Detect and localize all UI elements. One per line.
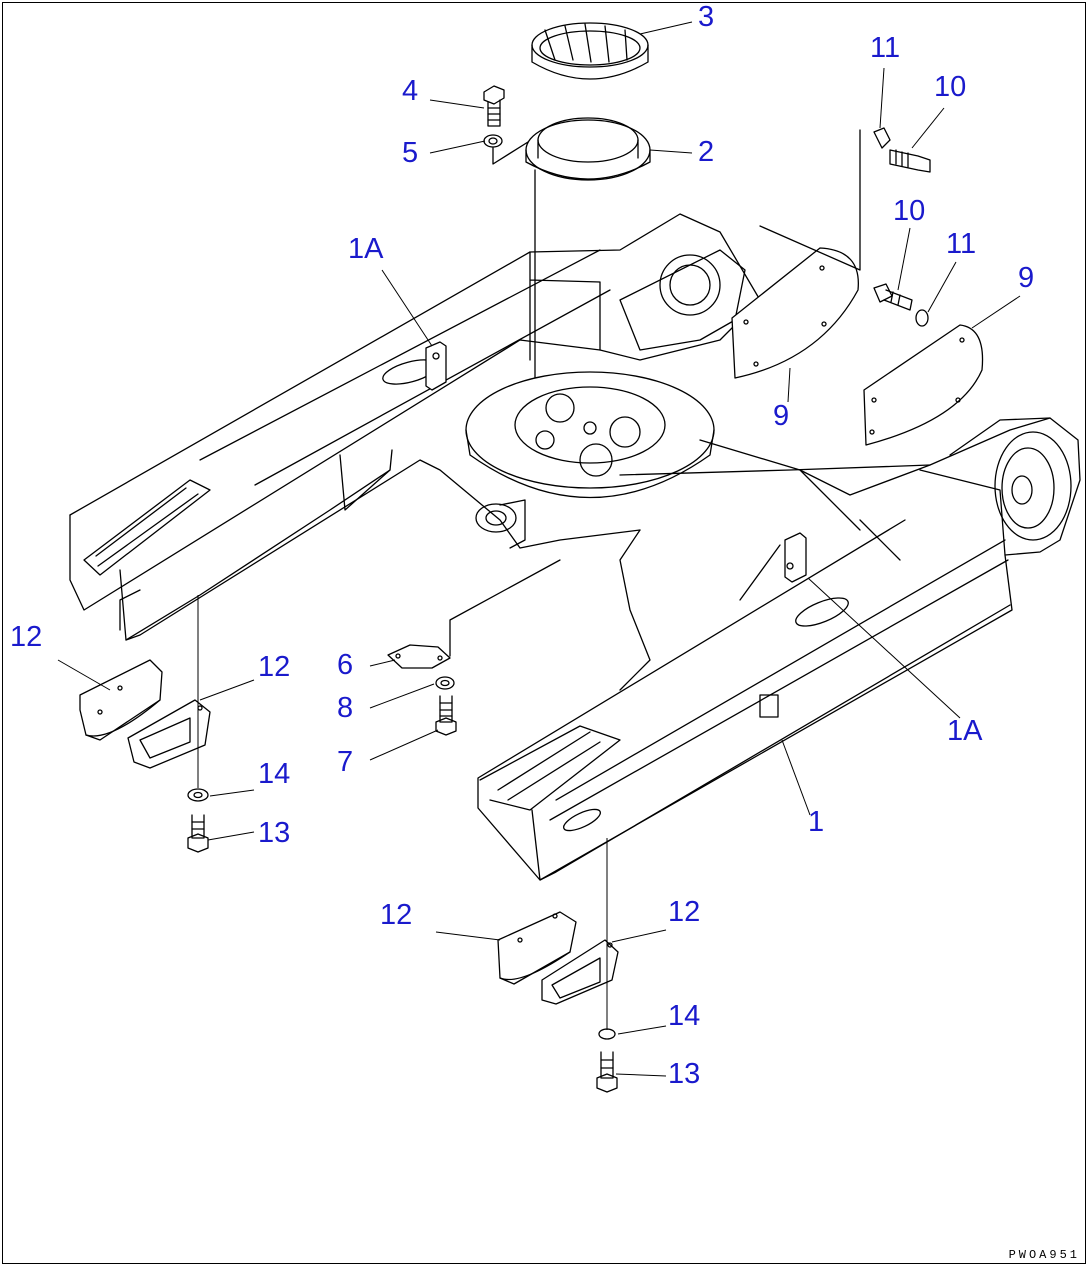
part-11-washer-top	[873, 127, 891, 149]
part-5-washer	[483, 134, 503, 148]
callout-9-left: 9	[773, 400, 790, 432]
callout-6: 6	[337, 649, 354, 681]
part-12-guard-c	[497, 911, 577, 985]
part-6-plate	[387, 644, 451, 669]
part-1-track-frame	[69, 213, 1081, 881]
part-9-cover-left	[731, 129, 861, 379]
callout-3: 3	[698, 1, 715, 33]
callout-11-mid: 11	[946, 228, 977, 260]
callout-9-right: 9	[1018, 262, 1035, 294]
part-2-mount-ring	[525, 117, 651, 181]
callout-10-mid: 10	[893, 195, 926, 227]
callout-2: 2	[698, 136, 715, 168]
part-7-bolt	[435, 695, 457, 736]
callout-8: 8	[337, 692, 354, 724]
part-3-bearing-ring	[531, 22, 649, 80]
part-1a-bracket-left	[425, 341, 447, 391]
callout-1a-right: 1A	[947, 715, 983, 747]
callout-12-c: 12	[380, 899, 413, 931]
part-13-bolt-bottom	[596, 1051, 618, 1093]
callout-4: 4	[402, 75, 419, 107]
part-9-cover-right	[863, 324, 984, 446]
callout-13-bottom: 13	[668, 1058, 701, 1090]
part-8-washer	[435, 676, 455, 690]
part-12-guard-d	[541, 939, 619, 1005]
callout-13-left: 13	[258, 817, 291, 849]
part-10-bolt-top	[889, 149, 931, 173]
part-4-bolt	[483, 85, 505, 127]
callout-14-bottom: 14	[668, 1000, 701, 1032]
part-10-bolt-mid	[873, 283, 913, 311]
part-13-bolt-left	[187, 814, 209, 853]
callout-12-d: 12	[668, 896, 701, 928]
callout-5: 5	[402, 137, 419, 169]
drawing-code: PWOA951	[1008, 1248, 1080, 1262]
callout-14-left: 14	[258, 758, 291, 790]
part-12-guard-a	[79, 659, 163, 741]
leader-lines	[57, 21, 1021, 1077]
part-12-guard-b	[127, 699, 211, 769]
part-11-washer-mid	[915, 309, 929, 327]
callout-1a-left: 1A	[348, 233, 384, 265]
callout-11-top: 11	[870, 32, 901, 64]
callout-1: 1	[808, 806, 825, 838]
callout-10-top: 10	[934, 71, 967, 103]
callout-12-b: 12	[258, 651, 291, 683]
part-14-washer-bottom	[598, 1028, 616, 1040]
part-1a-bracket-right	[784, 532, 807, 583]
part-14-washer-left	[187, 788, 209, 802]
callout-12-a: 12	[10, 621, 43, 653]
callout-7: 7	[337, 746, 354, 778]
